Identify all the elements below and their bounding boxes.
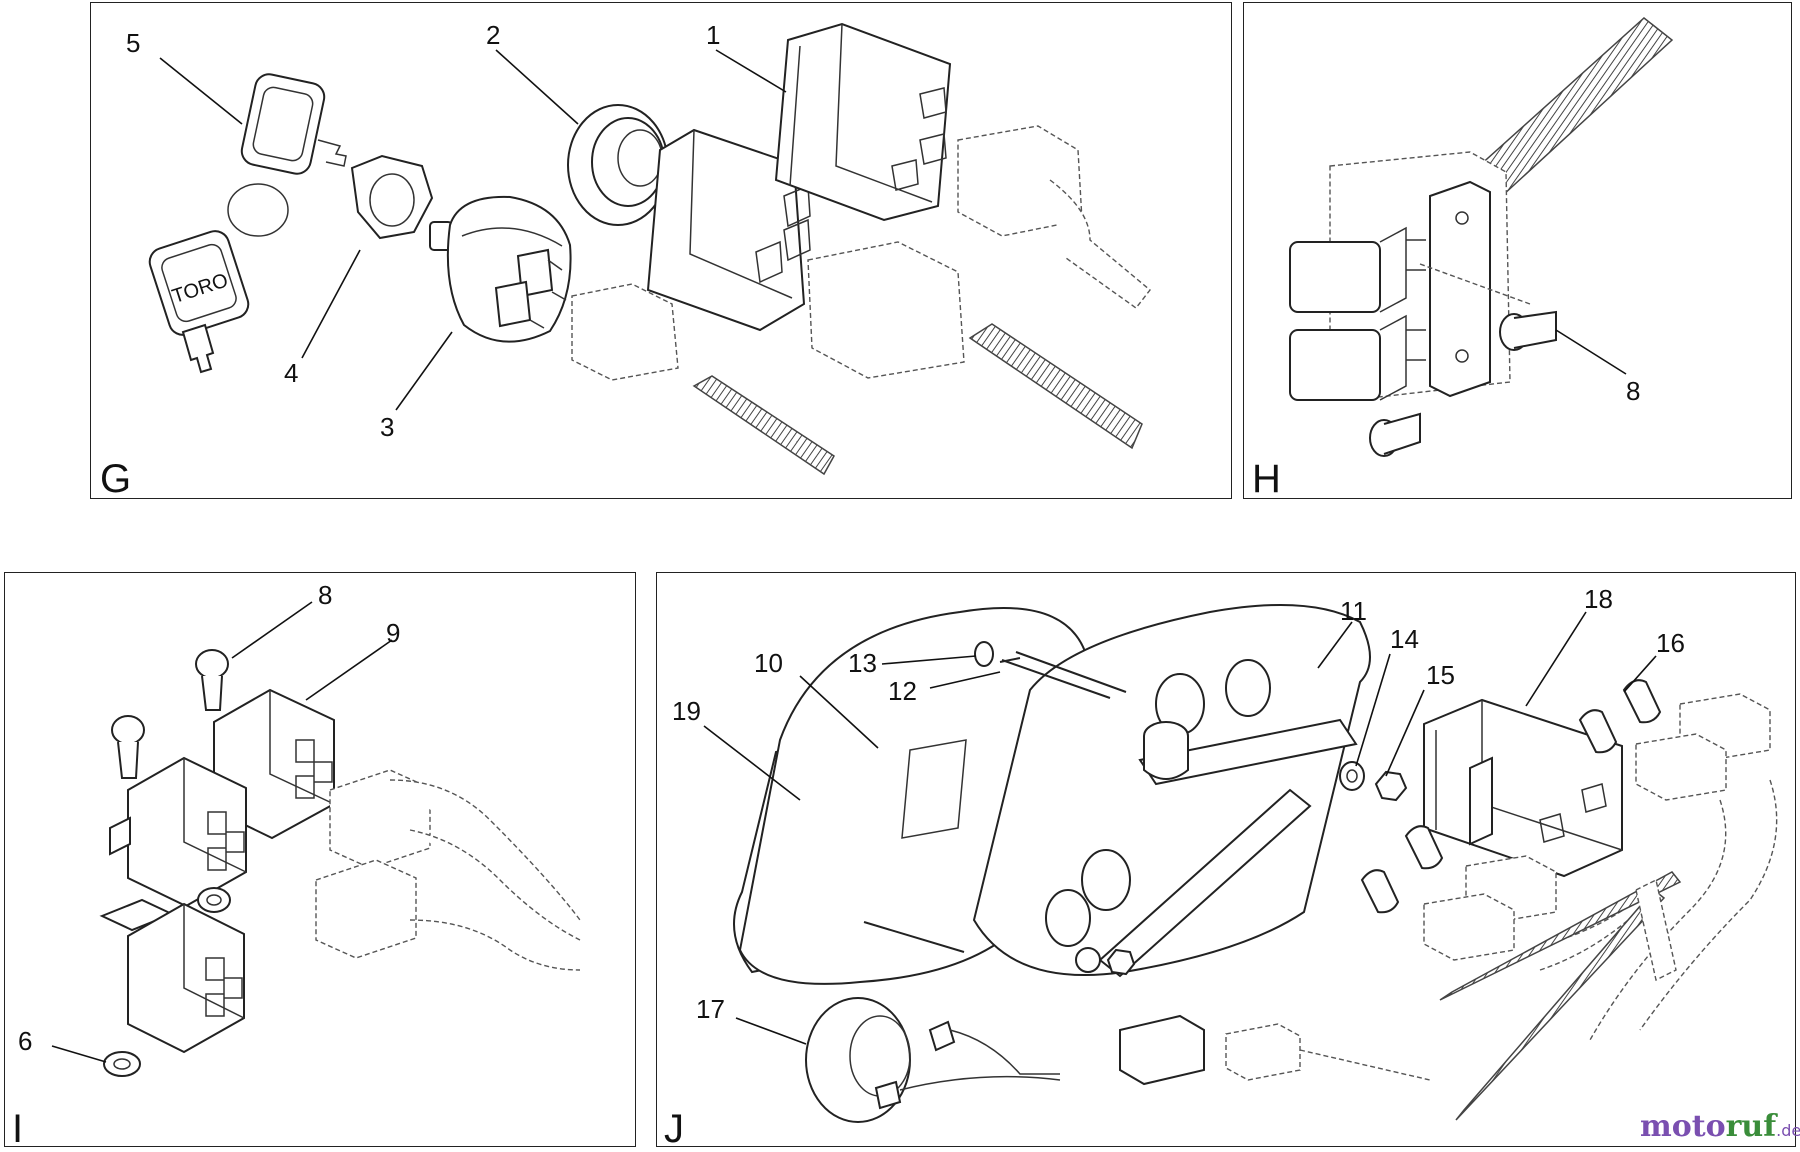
callout-4: 4 — [284, 358, 298, 388]
callout-12: 12 — [888, 676, 917, 706]
panel-i — [4, 572, 636, 1147]
callout-16: 16 — [1656, 628, 1685, 658]
watermark-part1: moto — [1640, 1109, 1726, 1144]
watermark-part2: ruf — [1726, 1109, 1779, 1144]
panel-letter-h: H — [1252, 457, 1281, 501]
callout-8-i: 8 — [318, 580, 332, 610]
ghost-connectors-j — [1225, 693, 1778, 1121]
nut-15 — [1374, 770, 1408, 802]
mounting-bracket — [1429, 180, 1491, 398]
ignition-switch — [429, 195, 572, 343]
watermark-logo: motoruf.de — [1640, 1109, 1800, 1144]
watermark-suffix: .de — [1776, 1121, 1800, 1140]
rocker-switch-j — [1423, 698, 1623, 878]
gauge-17 — [805, 997, 1205, 1123]
nut-i-6 — [103, 1051, 141, 1077]
relay-2 — [109, 756, 247, 908]
screw-upper — [1499, 310, 1557, 351]
callout-2: 2 — [486, 20, 500, 50]
screw-i-2 — [111, 715, 145, 779]
screw-i-1 — [195, 649, 229, 711]
mounting-post — [1143, 721, 1189, 780]
callout-8-h: 8 — [1626, 376, 1640, 406]
panel-letter-j: J — [664, 1107, 684, 1151]
callout-19: 19 — [672, 696, 701, 726]
panel-letter-g: G — [100, 457, 131, 501]
callout-11: 11 — [1340, 596, 1367, 626]
svg-text:motoruf.de: motoruf.de — [1640, 1109, 1800, 1144]
washer-13 — [974, 641, 994, 667]
nut-i — [197, 887, 231, 913]
screw-lower — [1369, 412, 1421, 457]
ghost-connectors-g — [571, 125, 1151, 476]
ghost-connectors-i — [315, 769, 581, 971]
switch-bezel — [567, 104, 669, 226]
callout-15: 15 — [1426, 660, 1455, 690]
panel-letter-i: I — [12, 1107, 23, 1151]
small-hardware — [1075, 947, 1136, 976]
callout-17: 17 — [696, 994, 725, 1024]
rocker-switch — [774, 22, 952, 222]
callout-6: 6 — [18, 1026, 32, 1056]
relay-block — [1289, 226, 1426, 401]
panel-h-drawing: 8 H — [1252, 17, 1674, 501]
switch-housing — [972, 603, 1371, 978]
panel-g-drawing: TORO — [100, 20, 1151, 501]
panel-j-drawing: 10 11 12 13 14 15 16 17 18 19 J — [664, 584, 1778, 1151]
panel-i-drawing: 8 9 6 I — [12, 580, 581, 1151]
ignition-key: TORO — [148, 73, 347, 374]
callout-14: 14 — [1390, 624, 1419, 654]
callout-18: 18 — [1584, 584, 1613, 614]
callout-9: 9 — [386, 618, 400, 648]
callout-13: 13 — [848, 648, 877, 678]
relay-3 — [99, 898, 245, 1054]
mounting-nut — [350, 154, 434, 240]
callout-10: 10 — [754, 648, 783, 678]
callout-3: 3 — [380, 412, 394, 442]
rocker-switch-body — [646, 128, 811, 332]
pin-12 — [1001, 659, 1111, 699]
bulb-16 — [1360, 679, 1662, 914]
callout-1: 1 — [706, 20, 720, 50]
callout-5: 5 — [126, 28, 140, 58]
washer-14 — [1339, 761, 1365, 791]
